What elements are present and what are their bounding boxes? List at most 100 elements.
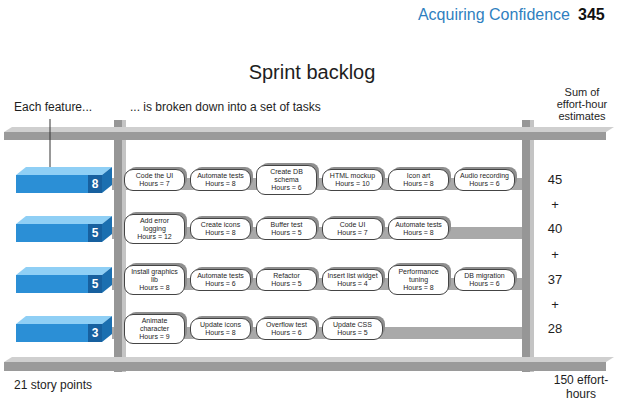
task-hours: Hours = 6 bbox=[260, 329, 313, 337]
task-card: HTML mockupHours = 10 bbox=[322, 169, 383, 191]
task-hours: Hours = 8 bbox=[392, 229, 445, 237]
task-card: Code the UIHours = 7 bbox=[124, 169, 185, 191]
task-name: Insert list widget bbox=[326, 272, 379, 280]
task-card: Create iconsHours = 8 bbox=[190, 218, 251, 240]
beam-front bbox=[4, 132, 606, 140]
task-name: Code the UI bbox=[128, 172, 181, 180]
task-card: Code UIHours = 7 bbox=[322, 218, 383, 240]
task-card: DB migrationHours = 6 bbox=[454, 269, 515, 291]
task-hours: Hours = 6 bbox=[458, 180, 511, 188]
task-hours: Hours = 8 bbox=[194, 229, 247, 237]
column-note: Sum of effort-hour estimates bbox=[552, 86, 612, 122]
frame-post bbox=[114, 120, 122, 372]
posts bbox=[114, 120, 534, 372]
task-card: Buffer testHours = 5 bbox=[256, 218, 317, 240]
task-name: DB migration bbox=[458, 272, 511, 280]
task-hours: Hours = 8 bbox=[392, 180, 445, 188]
task-card: Add error loggingHours = 12 bbox=[124, 214, 185, 244]
diagram-title: Sprint backlog bbox=[0, 60, 624, 84]
slab-top bbox=[16, 267, 112, 275]
task-card: Install graphics libHours = 8 bbox=[124, 265, 185, 295]
beam-top-face bbox=[4, 357, 614, 362]
task-hours: Hours = 5 bbox=[326, 329, 379, 337]
story-points: 5 bbox=[88, 275, 102, 293]
task-hours: Hours = 8 bbox=[194, 329, 247, 337]
feature-block: 3 bbox=[16, 316, 112, 342]
task-card: Create DB schemaHours = 6 bbox=[256, 165, 317, 195]
task-card: Automate testsHours = 6 bbox=[190, 269, 251, 291]
number-plate bbox=[88, 224, 102, 242]
task-hours: Hours = 6 bbox=[260, 184, 313, 192]
row-sum: 40 bbox=[538, 221, 572, 237]
number-plate bbox=[88, 324, 102, 342]
slab-front bbox=[16, 275, 102, 293]
task-hours: Hours = 10 bbox=[326, 180, 379, 188]
feature-block: 5 bbox=[16, 267, 112, 293]
task-card: Overflow testHours = 6 bbox=[256, 318, 317, 340]
story-points: 3 bbox=[88, 324, 102, 342]
task-card: Insert list widgetHours = 4 bbox=[322, 269, 383, 291]
slab-side bbox=[102, 167, 112, 193]
task-name: Code UI bbox=[326, 221, 379, 229]
task-name: Audio recording bbox=[458, 172, 511, 180]
plus-sign: + bbox=[538, 247, 572, 263]
slab-side bbox=[102, 267, 112, 293]
task-hours: Hours = 9 bbox=[128, 333, 181, 341]
slab-top bbox=[16, 216, 112, 224]
task-hours: Hours = 8 bbox=[392, 284, 445, 292]
row-sum: 28 bbox=[538, 321, 572, 337]
slab-top bbox=[16, 316, 112, 324]
task-name: Create DB schema bbox=[260, 168, 313, 184]
total-note: 21 story points bbox=[14, 378, 134, 392]
plus-sign: + bbox=[538, 197, 572, 213]
task-hours: Hours = 6 bbox=[458, 280, 511, 288]
task-hours: Hours = 5 bbox=[260, 229, 313, 237]
task-card: Icon artHours = 8 bbox=[388, 169, 449, 191]
row-sum: 37 bbox=[538, 272, 572, 288]
task-hours: Hours = 7 bbox=[128, 180, 181, 188]
task-card: Automate testsHours = 8 bbox=[190, 169, 251, 191]
beam-top-face bbox=[4, 127, 614, 132]
page-number: 345 bbox=[578, 5, 618, 24]
task-name: Performance tuning bbox=[392, 268, 445, 284]
task-hours: Hours = 8 bbox=[194, 180, 247, 188]
task-name: Animate character bbox=[128, 317, 181, 333]
task-name: Automate tests bbox=[392, 221, 445, 229]
task-name: Buffer test bbox=[260, 221, 313, 229]
beam-front bbox=[4, 362, 606, 371]
slab-top bbox=[16, 167, 112, 175]
column-note: ... is broken down into a set of tasks bbox=[130, 100, 400, 114]
task-name: Overflow test bbox=[260, 321, 313, 329]
slab-side bbox=[102, 216, 112, 242]
task-card: Performance tuningHours = 8 bbox=[388, 265, 449, 295]
feature-block: 8 bbox=[16, 167, 112, 193]
plus-sign: + bbox=[538, 297, 572, 313]
task-name: Update CSS bbox=[326, 321, 379, 329]
task-name: Automate tests bbox=[194, 172, 247, 180]
leader-line bbox=[50, 119, 51, 169]
frame-post-side bbox=[530, 120, 534, 372]
task-hours: Hours = 8 bbox=[128, 284, 181, 292]
slab-front bbox=[16, 224, 102, 242]
task-hours: Hours = 5 bbox=[260, 280, 313, 288]
task-hours: Hours = 7 bbox=[326, 229, 379, 237]
task-card: Audio recordingHours = 6 bbox=[454, 169, 515, 191]
column-note: Each feature... bbox=[14, 100, 114, 114]
slab-front bbox=[16, 324, 102, 342]
row-sum: 45 bbox=[538, 172, 572, 188]
slab-side bbox=[102, 316, 112, 342]
task-hours: Hours = 6 bbox=[194, 280, 247, 288]
total-note: 150 effort-hours bbox=[546, 373, 616, 401]
beams bbox=[4, 127, 614, 371]
task-name: Install graphics lib bbox=[128, 268, 181, 284]
feature-block: 5 bbox=[16, 216, 112, 242]
task-name: Update icons bbox=[194, 321, 247, 329]
task-hours: Hours = 4 bbox=[326, 280, 379, 288]
running-header: Acquiring Confidence bbox=[360, 5, 570, 24]
feature-leader bbox=[48, 119, 53, 174]
task-hours: Hours = 12 bbox=[128, 233, 181, 241]
task-card: Update iconsHours = 8 bbox=[190, 318, 251, 340]
task-name: Add error logging bbox=[128, 217, 181, 233]
number-plate bbox=[88, 275, 102, 293]
